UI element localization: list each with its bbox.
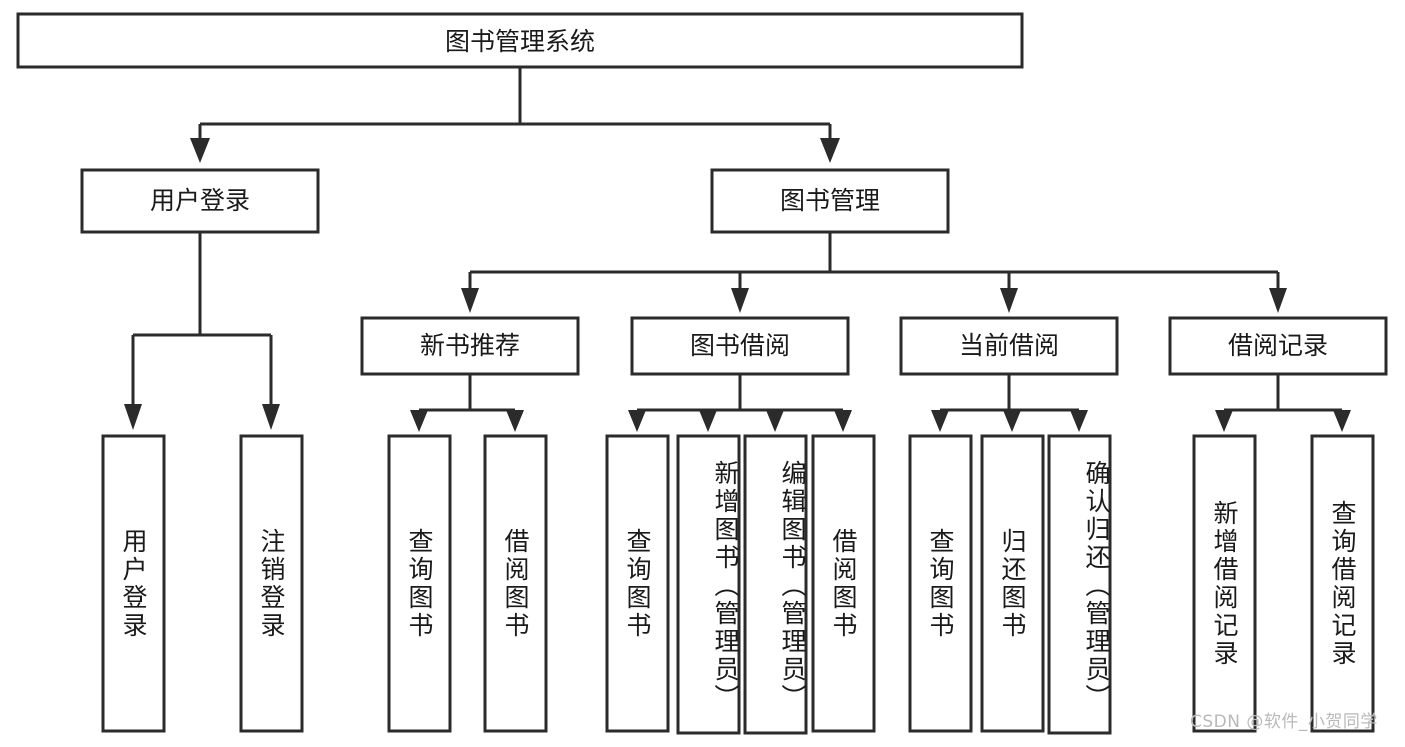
arrow-head-leaf-return-book (1003, 410, 1021, 432)
arrow-head-to-user-login (190, 138, 210, 163)
node-box-leaf-user-login[interactable] (101, 434, 166, 733)
node-boxes (16, 12, 1388, 735)
node-label-borrow-record: 借阅记录 (1228, 331, 1328, 360)
node-box-leaf-edit-book-admin[interactable] (743, 434, 808, 735)
arrow-head-leaf-query-record (1333, 410, 1351, 432)
connector-group-bookmgmt-to-level2 (461, 232, 1287, 313)
connector-group-userlogin-to-leaves (124, 232, 280, 430)
node-label-book-borrow: 图书借阅 (690, 331, 790, 360)
node-box-leaf-add-borrow-record[interactable] (1192, 434, 1257, 733)
arrow-head-leaf-borrow-book-2 (834, 410, 852, 432)
node-box-book-management[interactable] (710, 168, 950, 234)
csdn-watermark: CSDN @软件_小贺同学 (1190, 712, 1378, 732)
node-box-leaf-add-book-admin[interactable] (676, 434, 741, 735)
node-box-borrow-record[interactable] (1168, 316, 1388, 376)
node-box-new-book-recommend[interactable] (360, 316, 580, 376)
connector-group-bookborrow-to-leaves (628, 374, 852, 432)
node-box-leaf-query-book-3[interactable] (908, 434, 973, 733)
arrow-head-leaf-add-record (1215, 410, 1233, 432)
arrow-head-leaf-add-book (699, 410, 717, 432)
arrow-head-to-book-mgmt (820, 138, 840, 163)
node-label-new-book-recommend: 新书推荐 (420, 331, 520, 360)
arrow-head-leaf-user-login (124, 404, 142, 430)
arrow-head-leaf-edit-book (766, 410, 784, 432)
node-box-leaf-query-borrow-record[interactable] (1310, 434, 1375, 733)
node-label-root: 图书管理系统 (445, 27, 595, 56)
arrow-head-leaf-borrow-book-1 (506, 410, 524, 432)
arrow-head-to-book-borrow (731, 288, 749, 313)
node-box-leaf-query-book-2[interactable] (605, 434, 670, 733)
arrow-head-to-borrow-record (1269, 288, 1287, 313)
node-box-leaf-borrow-book-1[interactable] (483, 434, 548, 733)
node-labels-horizontal: 图书管理系统 用户登录 图书管理 新书推荐 图书借阅 当前借阅 借阅记录 (150, 27, 1328, 360)
node-box-book-borrow[interactable] (630, 316, 850, 376)
arrow-head-leaf-query-book-2 (628, 410, 646, 432)
connector-group-currentborrow-to-leaves (931, 374, 1088, 432)
arrow-head-leaf-logout (262, 404, 280, 430)
node-box-leaf-borrow-book-2[interactable] (811, 434, 876, 733)
node-box-leaf-confirm-return-admin[interactable] (1047, 434, 1112, 735)
node-box-root[interactable] (16, 12, 1024, 69)
node-box-current-borrow[interactable] (899, 316, 1119, 376)
arrow-head-leaf-query-book-1 (410, 410, 428, 432)
arrow-head-leaf-confirm-return (1070, 410, 1088, 432)
node-box-leaf-logout[interactable] (239, 434, 304, 733)
connector-group-root-to-level1 (190, 67, 840, 163)
node-box-leaf-return-book[interactable] (980, 434, 1045, 733)
arrow-head-to-current-borrow (1000, 288, 1018, 313)
node-box-user-login[interactable] (80, 168, 320, 234)
node-box-leaf-query-book-1[interactable] (387, 434, 452, 733)
connector-group-borrowrecord-to-leaves (1215, 374, 1351, 432)
node-label-user-login: 用户登录 (150, 186, 250, 215)
node-label-book-management: 图书管理 (780, 186, 880, 215)
connector-group-newbook-to-leaves (410, 374, 524, 432)
arrow-head-leaf-query-book-3 (931, 410, 949, 432)
node-label-current-borrow: 当前借阅 (959, 331, 1059, 360)
arrow-head-to-new-book-rec (461, 288, 479, 313)
